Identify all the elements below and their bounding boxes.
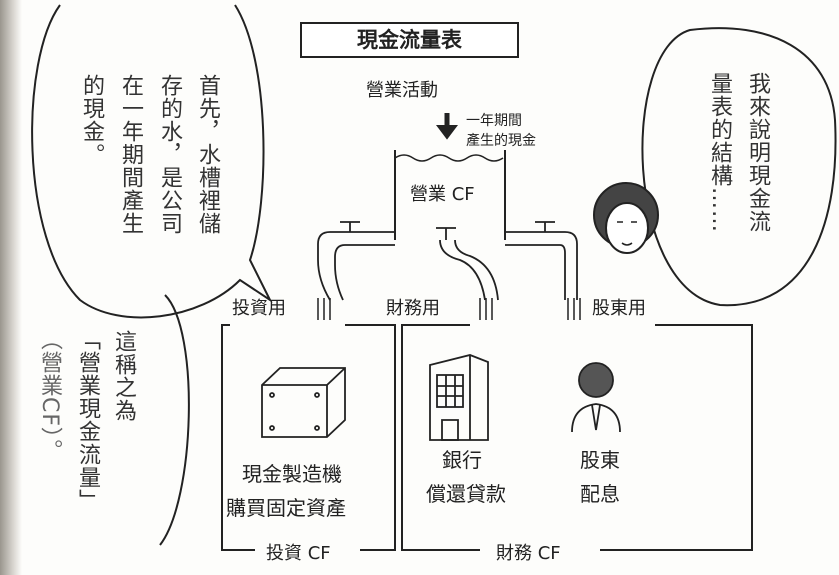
- shareholder-icon: [571, 362, 621, 433]
- bubble-left-line4: 的現金。: [79, 74, 104, 166]
- bubble-left-line1: 首先，水槽裡儲: [195, 74, 220, 235]
- arrow-note-line1: 一年期間: [466, 113, 522, 129]
- bubble-bottom-line3: （營業CF）。: [37, 328, 62, 463]
- pipe-label-investing: 投資用: [232, 298, 286, 319]
- dividend-label: 配息: [580, 482, 620, 506]
- bubble-bottom-line1: 這稱之為: [111, 330, 136, 422]
- pipe-label-shareholders: 股東用: [592, 298, 646, 319]
- bubble-left-line3: 在一年期間產生: [118, 74, 143, 235]
- arrow-note-line2: 產生的現金: [466, 133, 536, 149]
- repay-loan-label: 償還貸款: [426, 482, 506, 506]
- investing-box: [221, 324, 396, 551]
- shareholder-label: 股東: [580, 448, 620, 472]
- flow-lines: [317, 298, 581, 320]
- water-tank-icon: [394, 150, 506, 240]
- bubble-right-line2: 量表的結構……: [707, 72, 732, 233]
- narrator-face-icon: [593, 182, 659, 254]
- pipe-label-financing: 財務用: [386, 298, 440, 319]
- bank-building-icon: [429, 354, 489, 441]
- tank-label: 營業 CF: [410, 184, 475, 205]
- page-title: 現金流量表: [300, 22, 519, 58]
- bubble-bottom-line2: 「營業現金流量」: [75, 328, 100, 512]
- investing-cf-label: 投資 CF: [262, 539, 335, 565]
- bank-label: 銀行: [442, 448, 482, 472]
- cash-machine-icon: [261, 367, 346, 438]
- speech-bubble-left: [31, 4, 273, 319]
- bubble-right-line1: 我來說明現金流: [745, 72, 770, 233]
- operating-activity-label: 營業活動: [366, 80, 438, 101]
- down-arrow-icon: [436, 113, 458, 140]
- page-gutter-shadow: [0, 0, 22, 575]
- fixed-assets-label: 購買固定資產: [226, 496, 346, 520]
- financing-box: [401, 324, 753, 551]
- financing-cf-label: 財務 CF: [492, 539, 565, 565]
- speech-bubble-bottom: [159, 294, 190, 546]
- cash-machine-label: 現金製造機: [242, 462, 342, 486]
- pipes-icon: [317, 221, 578, 301]
- bubble-left-line2: 存的水，是公司: [157, 74, 182, 235]
